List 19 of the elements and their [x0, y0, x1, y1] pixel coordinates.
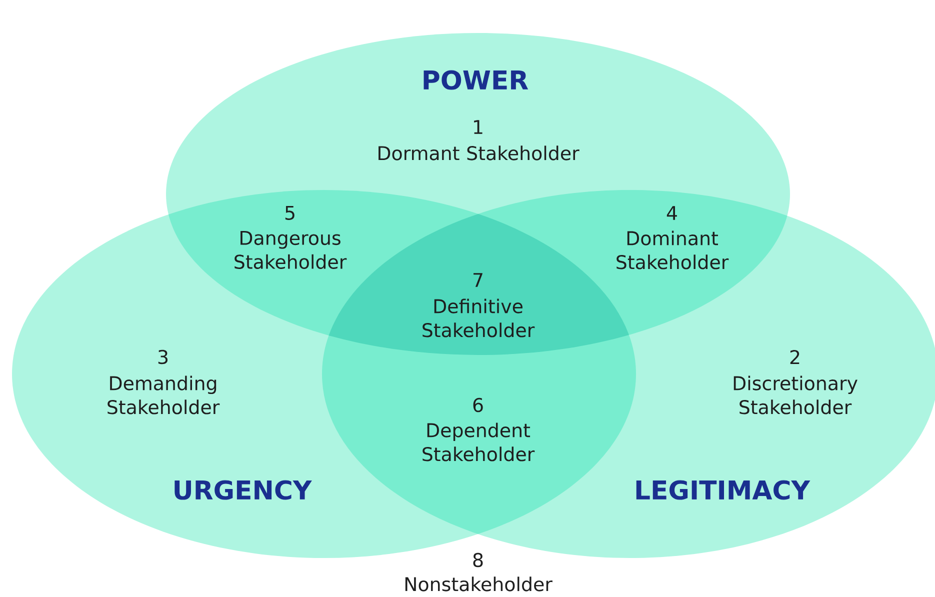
region-number: 7: [474, 273, 482, 287]
region-number: 6: [473, 398, 483, 412]
region-label: Discretionary Stakeholder: [734, 376, 858, 414]
region-label: Demanding Stakeholder: [108, 376, 220, 414]
region-label: Dangerous Stakeholder: [234, 231, 347, 269]
region-number: 5: [285, 206, 294, 220]
region-number: 4: [666, 206, 677, 220]
circle-heading: LEGITIMACY: [636, 480, 810, 500]
region-label: Nonstakeholder: [405, 576, 552, 592]
circle-heading: POWER: [424, 70, 528, 90]
region-number: 3: [158, 350, 168, 364]
region-number: 8: [473, 552, 483, 568]
region-number: 2: [790, 350, 800, 364]
region-label: Dominant Stakeholder: [616, 230, 729, 270]
region-label: Dormant Stakeholder: [378, 146, 580, 160]
region-number: 1: [474, 120, 482, 134]
region-label: Definitive Stakeholder: [422, 298, 535, 338]
region-label: Dependent Stakeholder: [422, 422, 535, 462]
circle-heading: URGENCY: [174, 480, 312, 500]
